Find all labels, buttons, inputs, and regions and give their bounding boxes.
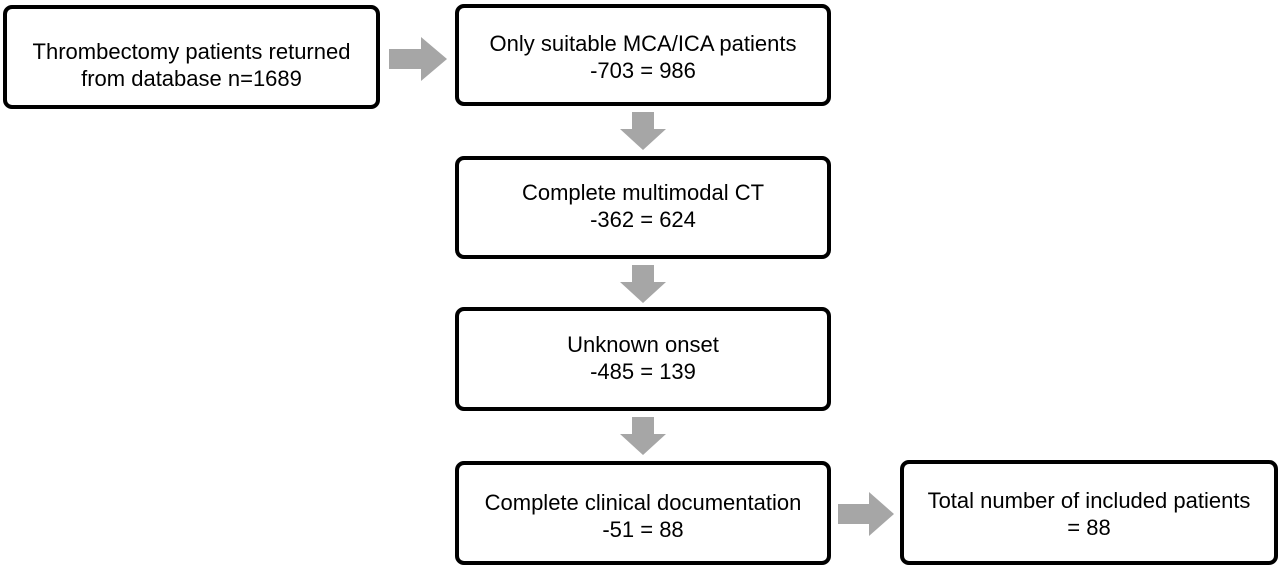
down-arrow-icon bbox=[620, 112, 666, 150]
end-box-line-1: Total number of included patients bbox=[927, 488, 1251, 513]
step-box-suitable-patients: Only suitable MCA/ICA patients -703 = 98… bbox=[455, 4, 831, 106]
step-title: Complete clinical documentation bbox=[484, 490, 802, 515]
step-result: -703 = 986 bbox=[590, 58, 696, 83]
down-arrow-icon bbox=[620, 417, 666, 455]
right-arrow-icon bbox=[838, 492, 894, 536]
start-box: Thrombectomy patients returned from data… bbox=[3, 5, 380, 109]
step-box-clinical-documentation: Complete clinical documentation -51 = 88 bbox=[455, 461, 831, 565]
step-result: -51 = 88 bbox=[602, 517, 684, 542]
step-title: Unknown onset bbox=[567, 332, 719, 357]
step-title: Complete multimodal CT bbox=[521, 180, 765, 205]
step-result: -362 = 624 bbox=[590, 207, 696, 232]
end-box-line-2: = 88 bbox=[1067, 515, 1111, 540]
step-result: -485 = 139 bbox=[590, 359, 696, 384]
right-arrow-icon bbox=[389, 37, 447, 81]
start-box-line-1: Thrombectomy patients returned bbox=[32, 39, 351, 64]
start-box-line-2: from database n=1689 bbox=[81, 66, 302, 91]
down-arrow-icon bbox=[620, 265, 666, 303]
step-box-multimodal-ct: Complete multimodal CT -362 = 624 bbox=[455, 156, 831, 259]
end-box-total-included: Total number of included patients = 88 bbox=[900, 460, 1278, 565]
step-title: Only suitable MCA/ICA patients bbox=[489, 31, 797, 56]
step-box-unknown-onset: Unknown onset -485 = 139 bbox=[455, 307, 831, 411]
